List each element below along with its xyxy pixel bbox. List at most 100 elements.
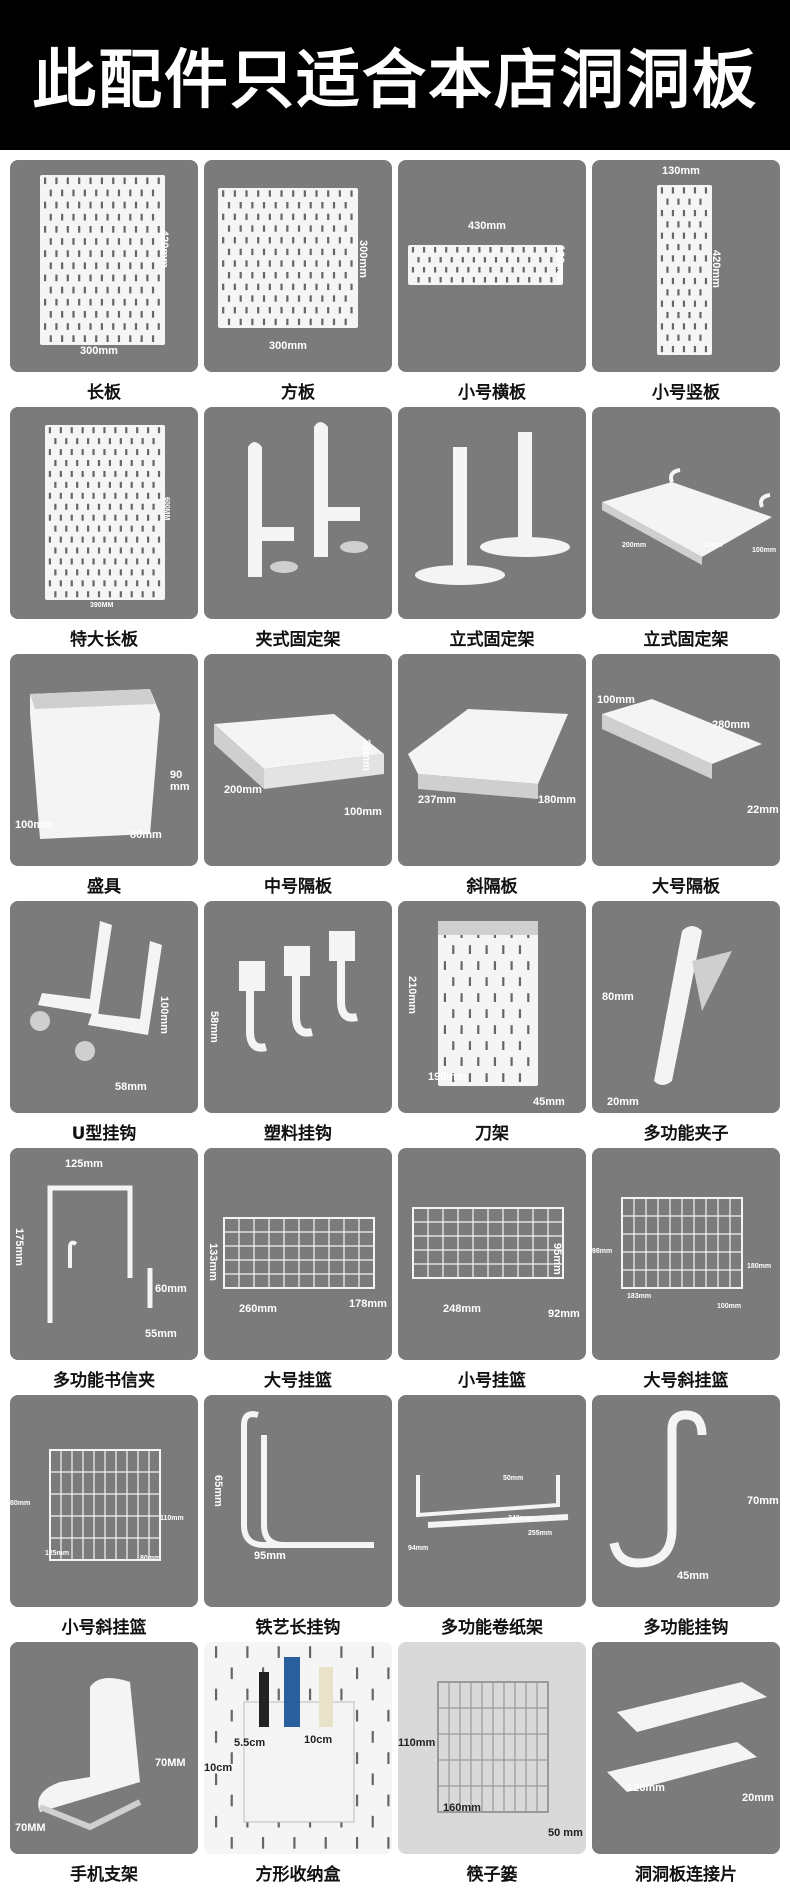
dimension-label: 95mm (551, 1243, 563, 1275)
product-illustration (49, 1449, 161, 1561)
dimension-label: 100mm (15, 819, 53, 831)
product-illustration (204, 1642, 392, 1854)
product-illustration (40, 175, 165, 345)
product-name: 小号竖板 (652, 383, 720, 403)
dimension-label: 260mm (239, 1303, 277, 1315)
product-illustration (609, 1410, 707, 1568)
product-illustration (30, 921, 162, 1061)
product-illustration (607, 1682, 767, 1792)
dimension-label: 100mm (752, 547, 777, 554)
dimension-label: 160mm (443, 1802, 481, 1814)
product-illustration (438, 921, 538, 1086)
dimension-label: 180mm (538, 794, 576, 806)
product-name: 大号挂篮 (264, 1371, 332, 1391)
product-image: 95mm 248mm 92mm (398, 1148, 586, 1360)
dimension-label: 240mm (508, 1515, 533, 1522)
product-illustration (30, 689, 160, 839)
product-illustration (657, 185, 712, 355)
dimension-label: 110mm (398, 1737, 436, 1749)
product-card[interactable]: 95mm 248mm 92mm 小号挂篮 (398, 1148, 586, 1393)
dimension-label: 22mm (747, 804, 779, 816)
product-image: 58mm (204, 901, 392, 1113)
dimension-label: 300mm (80, 345, 118, 357)
dimension-label: 100mm (717, 1303, 742, 1310)
product-card[interactable]: 夹式固定架 (204, 407, 392, 652)
dimension-label: 70MM (15, 1822, 46, 1834)
product-name: 小号挂篮 (458, 1371, 526, 1391)
dimension-label: 98mm (592, 1248, 613, 1255)
product-name: 小号横板 (458, 383, 526, 403)
product-illustration (621, 1197, 743, 1289)
product-name: 夹式固定架 (255, 630, 341, 650)
dimension-label: 100mm (158, 996, 170, 1034)
dimension-label: 280mm (712, 719, 750, 731)
dimension-label: 255mm (528, 1530, 553, 1537)
dimension-label: 45mm (533, 1096, 565, 1108)
product-name: 小号斜挂篮 (61, 1618, 147, 1638)
banner: 此配件只适合本店洞洞板 (0, 0, 790, 150)
product-illustration (412, 1207, 564, 1279)
dimension-label: 10cm (204, 1762, 233, 1774)
dimension-label: 36mm (360, 739, 372, 771)
product-name: 手机支架 (70, 1865, 138, 1885)
dimension-label: 80mm (602, 991, 634, 1003)
product-card[interactable]: 立式固定架 (398, 407, 586, 652)
dimension-label: 430mm (468, 220, 506, 232)
dimension-label: 130mm (662, 165, 700, 177)
product-illustration (408, 245, 563, 285)
dimension-label: 190mm (428, 1071, 466, 1083)
dimension-label: 80mm (10, 1500, 31, 1507)
product-illustration (248, 422, 368, 577)
product-name: 长板 (87, 383, 121, 403)
product-illustration (654, 926, 732, 1085)
product-illustration (47, 1185, 153, 1323)
product-illustration (408, 709, 568, 799)
product-name: 方形收纳盒 (255, 1865, 341, 1885)
product-illustration (218, 188, 358, 328)
dimension-label: 10cm (304, 1734, 333, 1746)
product-name: 多功能夹子 (643, 1124, 729, 1144)
dimension-label: 200mm (622, 542, 647, 549)
dimension-label: 92mm (548, 1308, 580, 1320)
product-name: 大号隔板 (652, 877, 720, 897)
dimension-label: 10mm (702, 542, 723, 549)
dimension-label: 45mm (677, 1570, 709, 1582)
dimension-label: 183mm (627, 1293, 652, 1300)
dimension-label: 248mm (443, 1303, 481, 1315)
dimension-label: 90 (170, 769, 183, 781)
